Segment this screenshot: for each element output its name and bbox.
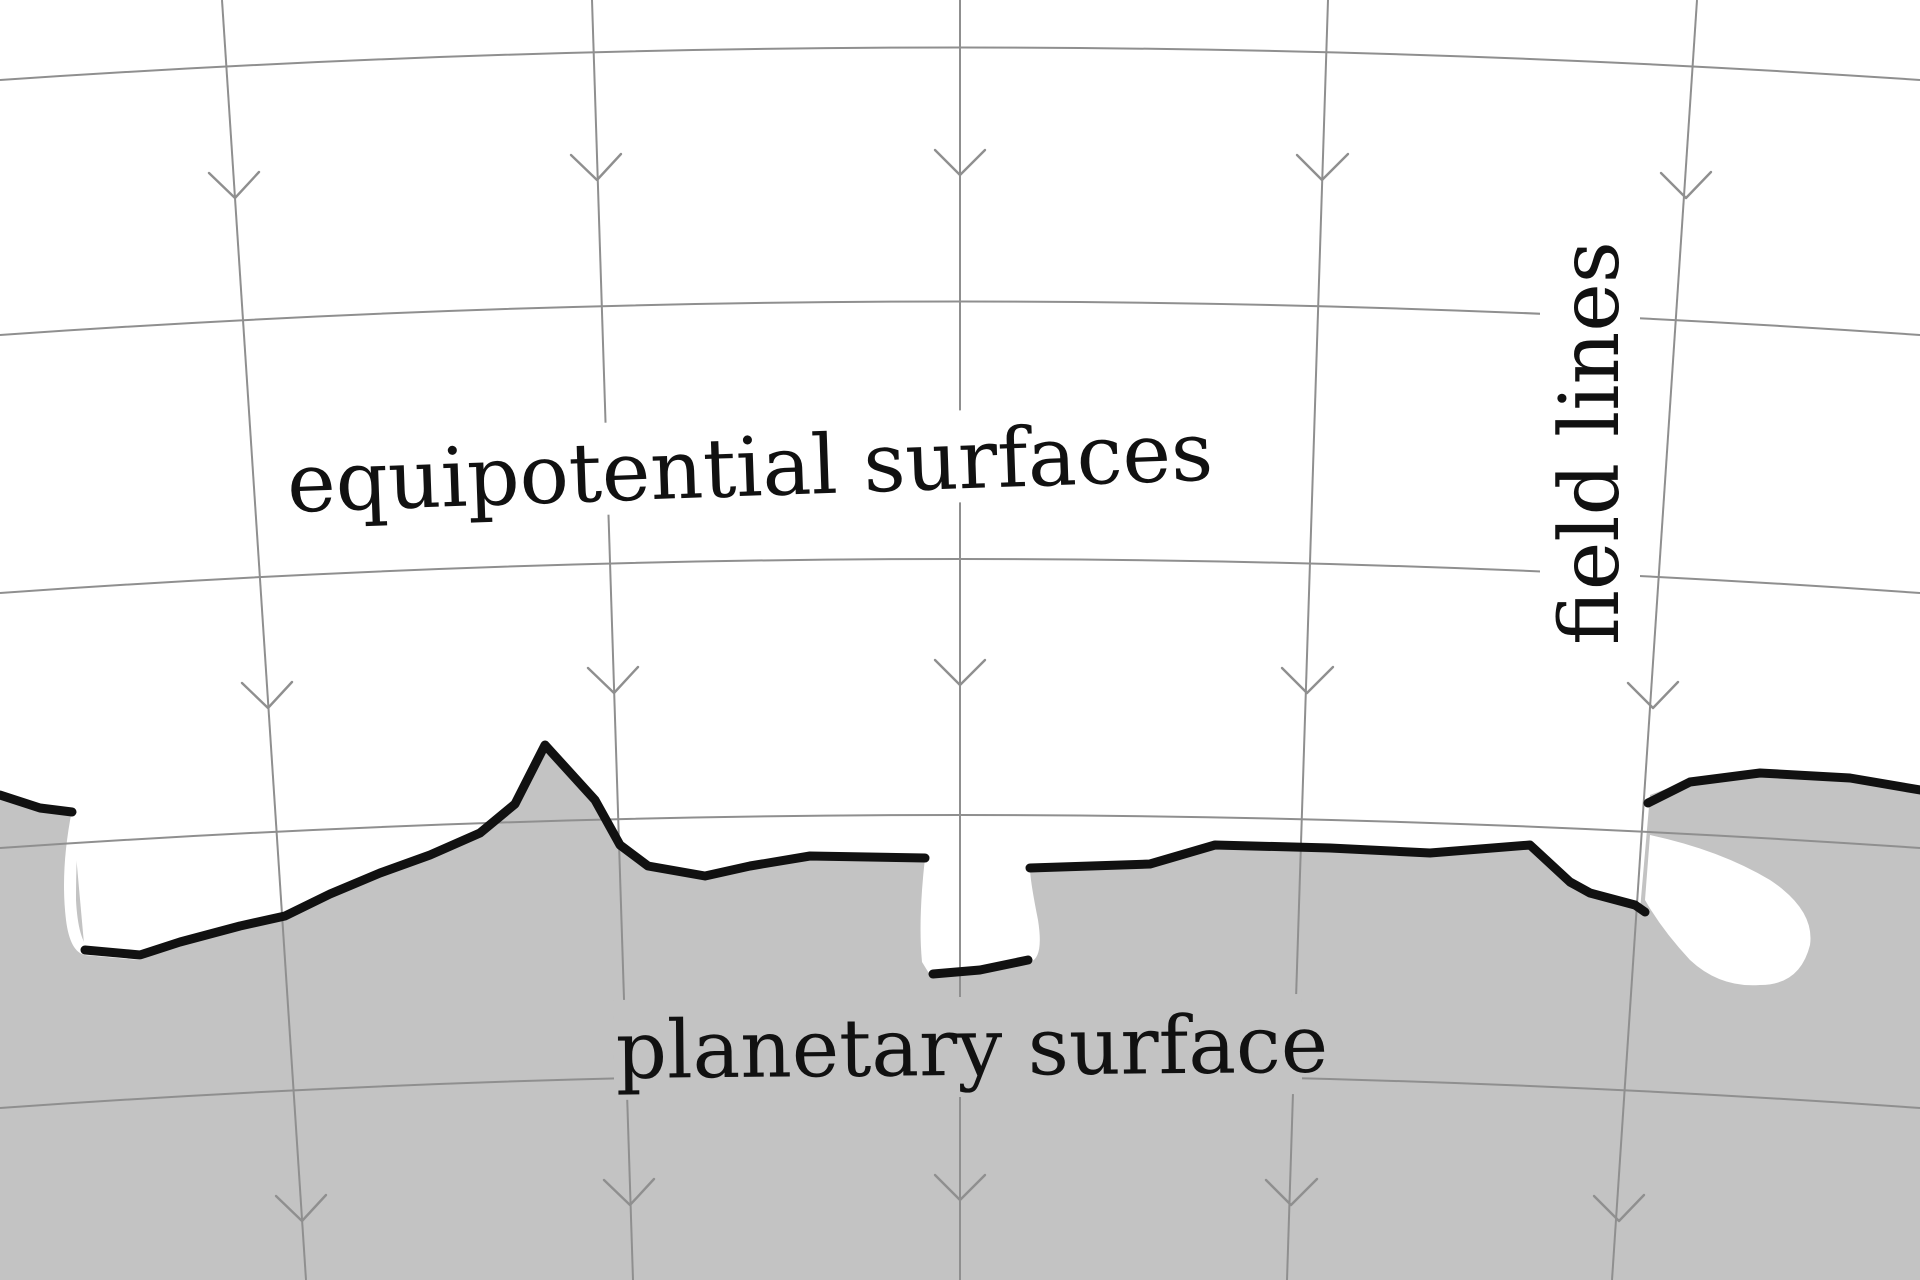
arrow-down-icon bbox=[569, 152, 623, 182]
field-arrows bbox=[207, 148, 1713, 1223]
arrow-down-icon bbox=[207, 170, 261, 200]
cave-center bbox=[920, 858, 1040, 975]
surface-edge-middle bbox=[1025, 840, 1650, 917]
field-line bbox=[221, 0, 307, 1280]
surface-edge-main bbox=[80, 740, 930, 960]
arrow-down-icon bbox=[240, 680, 294, 710]
arrow-down-icon bbox=[602, 1177, 656, 1207]
arrow-down-icon bbox=[933, 148, 987, 177]
planetary-surface-outline bbox=[0, 740, 1920, 979]
arrow-down-icon bbox=[933, 658, 987, 687]
surface-edge-cave bbox=[928, 955, 1033, 979]
arrow-down-icon bbox=[1280, 665, 1335, 695]
arrow-down-icon bbox=[1592, 1193, 1646, 1223]
cave-left bbox=[64, 810, 140, 960]
arrow-down-icon bbox=[586, 665, 640, 695]
label-background bbox=[281, 401, 1214, 526]
arrow-down-icon bbox=[933, 1173, 987, 1202]
field-lines-label: field lines bbox=[1543, 241, 1638, 645]
arrow-down-icon bbox=[1295, 152, 1350, 182]
label-background bbox=[1540, 249, 1640, 649]
planetary-surface-label: planetary surface bbox=[615, 998, 1328, 1097]
surface-edge-left bbox=[0, 790, 77, 817]
arrow-down-icon bbox=[1659, 170, 1713, 200]
labels: equipotential surfaces field lines plane… bbox=[281, 241, 1640, 1100]
arrow-down-icon bbox=[1264, 1177, 1319, 1207]
arrow-down-icon bbox=[1626, 680, 1680, 710]
equipotential-surfaces-label: equipotential surfaces bbox=[285, 405, 1214, 532]
field-line bbox=[1611, 0, 1698, 1280]
arrow-down-icon bbox=[274, 1193, 328, 1223]
label-background bbox=[613, 993, 1303, 1100]
surface-edge-right bbox=[1643, 768, 1920, 808]
cave-right bbox=[1645, 835, 1811, 986]
